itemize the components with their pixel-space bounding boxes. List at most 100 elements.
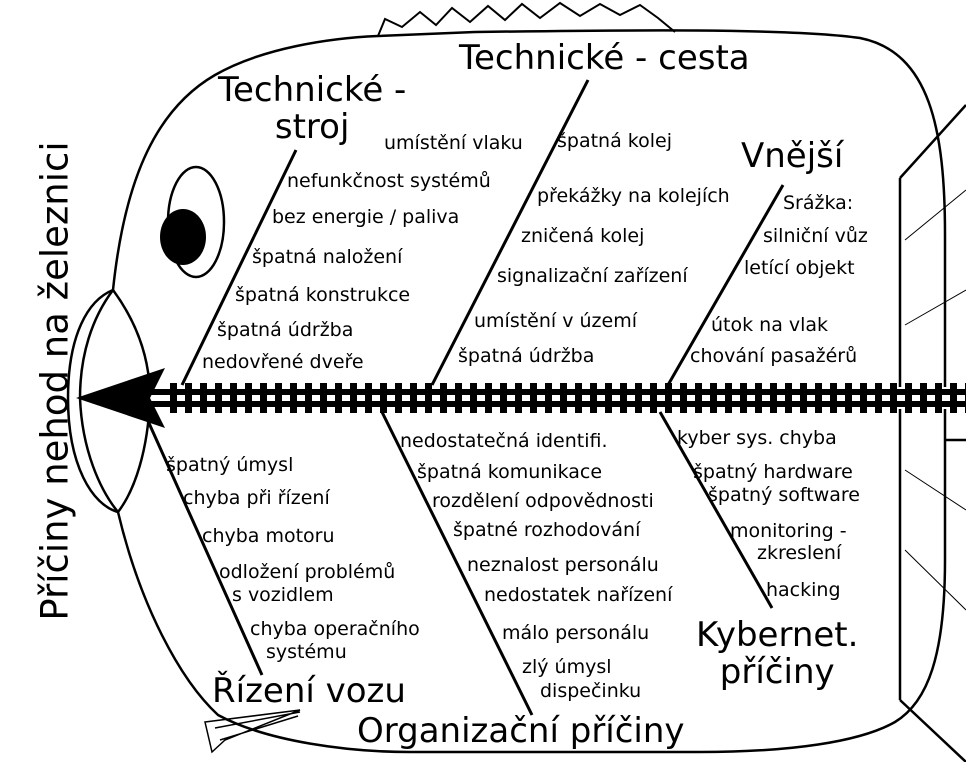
track-sleeper bbox=[845, 383, 852, 413]
track-sleeper bbox=[545, 383, 552, 413]
track-sleeper bbox=[635, 383, 642, 413]
track-sleeper bbox=[260, 383, 267, 413]
cause-label: systému bbox=[266, 641, 347, 663]
cause-label: s vozidlem bbox=[232, 584, 334, 606]
track-sleeper bbox=[350, 383, 357, 413]
track-sleeper bbox=[740, 383, 747, 413]
bottom-fin bbox=[204, 709, 301, 754]
track-sleeper bbox=[875, 383, 882, 413]
track-sleeper bbox=[425, 383, 432, 413]
track-sleeper bbox=[170, 383, 177, 413]
bone-kybernet bbox=[658, 411, 774, 609]
track-sleeper bbox=[320, 383, 327, 413]
track-sleeper bbox=[605, 383, 612, 413]
cause-label: signalizační zařízení bbox=[497, 265, 688, 287]
track-sleeper bbox=[305, 383, 312, 413]
cause-label: bez energie / paliva bbox=[272, 206, 460, 228]
tail-rays bbox=[904, 189, 966, 611]
bone-vnejsi bbox=[666, 184, 785, 386]
cause-label: špatné rozhodování bbox=[453, 519, 641, 541]
track-sleeper bbox=[770, 383, 777, 413]
cause-label: špatná kolej bbox=[557, 130, 672, 152]
track-sleeper bbox=[890, 383, 897, 413]
cause-label: chování pasažérů bbox=[690, 345, 858, 367]
track-sleeper bbox=[785, 383, 792, 413]
cause-label: nedovřené dveře bbox=[202, 351, 364, 373]
track-sleeper bbox=[365, 383, 372, 413]
track-sleeper bbox=[860, 383, 867, 413]
track-sleeper bbox=[950, 383, 957, 413]
track-sleeper bbox=[905, 383, 912, 413]
track-sleeper bbox=[620, 383, 627, 413]
track-sleeper bbox=[935, 383, 942, 413]
track-sleeper bbox=[650, 383, 657, 413]
heading-kybernet-priciny: Kybernet. příčiny bbox=[696, 615, 859, 692]
track-sleeper bbox=[230, 383, 237, 413]
track-sleeper bbox=[335, 383, 342, 413]
cause-label: špatná údržba bbox=[217, 319, 354, 341]
bone-organizacni bbox=[380, 411, 534, 716]
cause-label: špatný hardware bbox=[693, 461, 853, 483]
heading-rizeni-vozu: Řízení vozu bbox=[212, 671, 406, 711]
fish-eye-pupil bbox=[160, 209, 206, 265]
bone-rizeni-vozu bbox=[142, 411, 264, 676]
cause-label: zlý úmysl bbox=[522, 656, 612, 678]
cause-label: nefunkčnost systémů bbox=[287, 170, 491, 192]
cause-label: rozdělení odpovědnosti bbox=[432, 490, 654, 512]
track-sleeper bbox=[395, 383, 402, 413]
track-sleeper bbox=[575, 383, 582, 413]
heading-organizacni-priciny: Organizační příčiny bbox=[357, 711, 685, 751]
cause-label: málo personálu bbox=[502, 622, 650, 644]
track-sleeper bbox=[515, 383, 522, 413]
cause-label: letící objekt bbox=[744, 257, 855, 279]
heading-technicke-stroj: Technické - stroj bbox=[218, 70, 407, 147]
track-sleeper bbox=[710, 383, 717, 413]
fish-tail bbox=[898, 104, 966, 762]
track-sleeper bbox=[245, 383, 252, 413]
cause-label: špatný úmysl bbox=[166, 454, 294, 476]
cause-label: špatná údržba bbox=[458, 345, 595, 367]
track-sleeper bbox=[215, 383, 222, 413]
cause-label: překážky na kolejích bbox=[537, 185, 730, 207]
fish-body-outline bbox=[66, 29, 947, 754]
cause-label: útok na vlak bbox=[711, 314, 829, 336]
track-sleeper bbox=[200, 383, 207, 413]
dorsal-fin bbox=[377, 1, 676, 37]
track-sleeper bbox=[830, 383, 837, 413]
track-sleeper bbox=[485, 383, 492, 413]
cause-label: dispečinku bbox=[540, 680, 642, 702]
cause-label: špatná komunikace bbox=[417, 461, 603, 483]
cause-label: nedostatek nařízení bbox=[484, 584, 673, 606]
heading-vnejsi: Vnější bbox=[741, 136, 844, 176]
cause-label: Srážka: bbox=[783, 192, 854, 214]
cause-label: špatný software bbox=[708, 484, 860, 506]
track-sleeper bbox=[290, 383, 297, 413]
cause-label: hacking bbox=[766, 579, 841, 601]
cause-label: špatná naložení bbox=[252, 246, 403, 268]
track-sleeper bbox=[920, 383, 927, 413]
track-sleeper bbox=[800, 383, 807, 413]
cause-label: kyber sys. chyba bbox=[677, 427, 837, 449]
track-sleeper bbox=[590, 383, 597, 413]
cause-label: monitoring - bbox=[730, 520, 847, 542]
track-sleeper bbox=[440, 383, 447, 413]
track-sleepers bbox=[170, 383, 966, 413]
cause-label: chyba motoru bbox=[202, 525, 335, 547]
track-sleeper bbox=[380, 383, 387, 413]
heading-technicke-cesta: Technické - cesta bbox=[459, 38, 750, 78]
track-sleeper bbox=[815, 383, 822, 413]
track-sleeper bbox=[725, 383, 732, 413]
track-sleeper bbox=[755, 383, 762, 413]
cause-label: chyba operačního bbox=[250, 618, 420, 640]
cause-label: zničená kolej bbox=[521, 225, 645, 247]
track-sleeper bbox=[410, 383, 417, 413]
bone-technicke-stroj bbox=[180, 149, 298, 386]
cause-label: silniční vůz bbox=[763, 225, 868, 247]
cause-label: umístění vlaku bbox=[384, 132, 523, 154]
spine-railway-track bbox=[150, 383, 966, 413]
track-sleeper bbox=[275, 383, 282, 413]
spine-arrowhead bbox=[76, 368, 165, 428]
track-sleeper bbox=[185, 383, 192, 413]
diagram-title: Příčiny nehod na železnici bbox=[33, 141, 77, 621]
